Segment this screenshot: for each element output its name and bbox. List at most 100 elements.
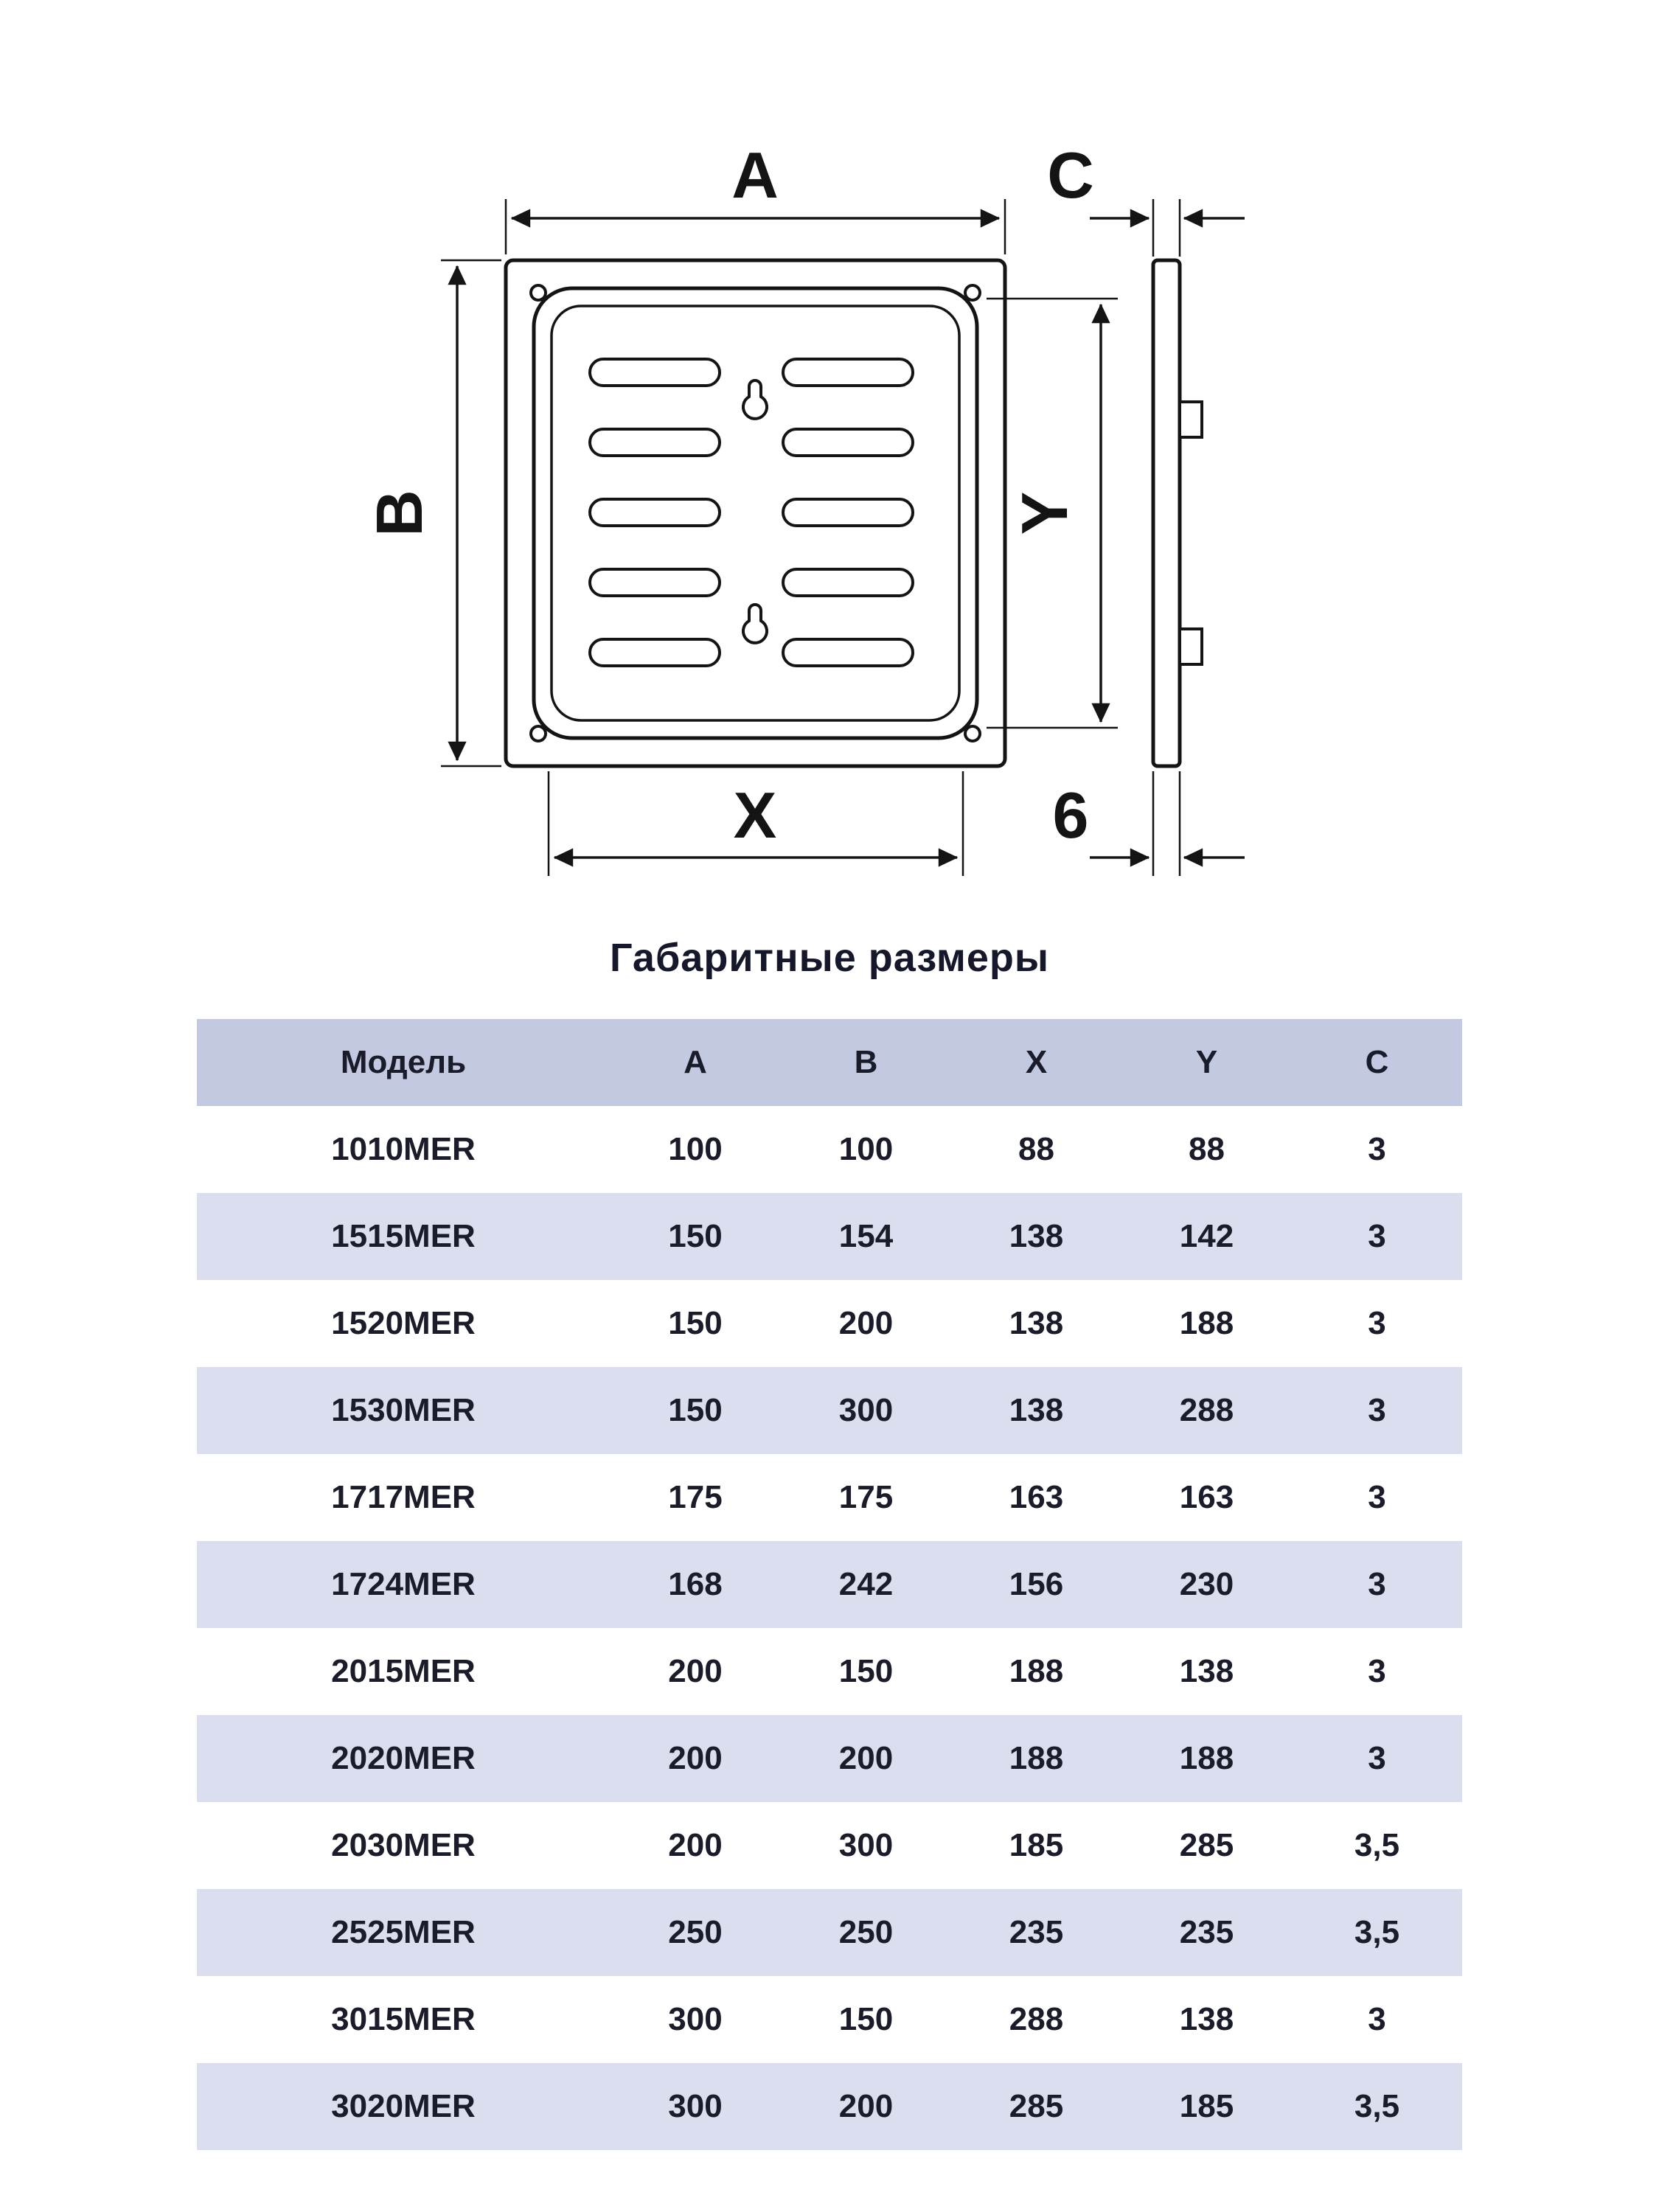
dimension-cell: 230 <box>1121 1541 1292 1628</box>
dimension-cell: 250 <box>781 1889 951 1976</box>
dimension-cell: 235 <box>951 1889 1121 1976</box>
dimension-cell: 300 <box>781 1367 951 1454</box>
dimension-cell: 154 <box>781 1193 951 1280</box>
model-cell: 1010MER <box>331 1131 476 1167</box>
dimension-drawing: A C B Y X 6 <box>0 0 1659 959</box>
dimension-cell: 150 <box>610 1367 781 1454</box>
dimension-cell: 163 <box>1009 1479 1064 1515</box>
dim-label-c: C <box>1047 139 1094 212</box>
dimension-cell: 3,5 <box>1292 1889 1462 1976</box>
dimension-cell: 288 <box>1121 1367 1292 1454</box>
grille-slot <box>782 358 914 387</box>
side-clip <box>1178 627 1203 666</box>
dim-label-a: A <box>731 139 779 212</box>
dimension-cell: 242 <box>781 1541 951 1628</box>
table-row: 2030MER 200 300 185 285 3,5 <box>197 1802 1462 1889</box>
dimension-cell: 3 <box>1368 1305 1386 1341</box>
dimension-b: B <box>363 259 501 768</box>
screw-hole <box>964 284 981 302</box>
dimension-cell: 185 <box>1009 1827 1064 1863</box>
dimension-cell: 88 <box>1189 1131 1225 1167</box>
dimension-6: 6 <box>1053 771 1245 876</box>
dimension-cell: 88 <box>1018 1131 1054 1167</box>
dimensions-table-wrap: Модель A B X Y C 1010MER 100 100 88 88 3 1515M… <box>197 1019 1462 2150</box>
column-header-c: C <box>1292 1019 1462 1106</box>
dimension-cell: 235 <box>1121 1889 1292 1976</box>
grille-front-view <box>504 258 1007 768</box>
grille-slot <box>782 498 914 527</box>
dimension-cell: 250 <box>610 1889 781 1976</box>
dim-label-b: B <box>363 490 436 537</box>
dimension-cell: 3,5 <box>1292 2063 1462 2150</box>
dimension-cell: 200 <box>781 1715 951 1802</box>
dimension-cell: 3 <box>1368 2001 1386 2037</box>
dimension-cell: 3 <box>1368 1131 1386 1167</box>
dimension-cell: 138 <box>951 1367 1121 1454</box>
dimension-cell: 175 <box>838 1479 894 1515</box>
dimension-cell: 188 <box>1121 1715 1292 1802</box>
dimension-cell: 288 <box>1009 2001 1064 2037</box>
column-header-b: B <box>781 1019 951 1106</box>
dimension-cell: 285 <box>1179 1827 1234 1863</box>
dimension-cell: 188 <box>1179 1305 1234 1341</box>
dimension-cell: 150 <box>838 1653 894 1689</box>
dimension-cell: 150 <box>838 2001 894 2037</box>
dimension-cell: 200 <box>668 1827 723 1863</box>
dimension-cell: 156 <box>951 1541 1121 1628</box>
column-header-x: X <box>951 1019 1121 1106</box>
dimension-cell: 300 <box>668 2001 723 2037</box>
grille-slot <box>588 358 721 387</box>
dimension-x: X <box>547 771 964 876</box>
grille-slot <box>588 428 721 457</box>
dimension-cell: 200 <box>838 1305 894 1341</box>
table-header-row: Модель A B X Y C <box>197 1019 1462 1106</box>
model-cell: 2015MER <box>331 1653 476 1689</box>
table-row: 1010MER 100 100 88 88 3 <box>197 1106 1462 1193</box>
screw-hole <box>529 284 547 302</box>
column-header-y: Y <box>1121 1019 1292 1106</box>
grille-cover-outer <box>532 286 979 740</box>
dimension-cell: 138 <box>1179 2001 1234 2037</box>
dimension-cell: 188 <box>1009 1653 1064 1689</box>
grille-cover-inner <box>550 305 961 722</box>
grille-slot <box>782 638 914 667</box>
model-cell: 1520MER <box>331 1305 476 1341</box>
dimension-cell: 285 <box>951 2063 1121 2150</box>
drawing-svg: A C B Y X 6 <box>363 139 1245 876</box>
grille-side-view <box>1151 258 1203 768</box>
dimension-cell: 300 <box>610 2063 781 2150</box>
model-cell: 2030MER <box>331 1827 476 1863</box>
dimension-cell: 3,5 <box>1354 1827 1400 1863</box>
keyhole-top <box>742 378 768 420</box>
dimension-cell: 138 <box>1009 1305 1064 1341</box>
dimension-cell: 188 <box>951 1715 1121 1802</box>
screw-hole <box>529 725 547 742</box>
dimension-cell: 3 <box>1368 1479 1386 1515</box>
dimension-cell: 3 <box>1292 1367 1462 1454</box>
column-header-a: A <box>610 1019 781 1106</box>
table-row: 3015MER 300 150 288 138 3 <box>197 1976 1462 2063</box>
dimension-cell: 168 <box>610 1541 781 1628</box>
dimension-cell: 100 <box>668 1131 723 1167</box>
dim-label-6: 6 <box>1053 779 1089 852</box>
dimension-cell: 200 <box>781 2063 951 2150</box>
model-cell: 3015MER <box>331 2001 476 2037</box>
model-cell: 1515MER <box>197 1193 610 1280</box>
dimension-y: Y <box>987 297 1118 729</box>
model-cell: 1724MER <box>197 1541 610 1628</box>
dimension-cell: 300 <box>838 1827 894 1863</box>
model-cell: 1530MER <box>197 1367 610 1454</box>
dimension-a: A <box>504 139 1006 254</box>
dimension-cell: 100 <box>838 1131 894 1167</box>
grille-slot <box>588 638 721 667</box>
